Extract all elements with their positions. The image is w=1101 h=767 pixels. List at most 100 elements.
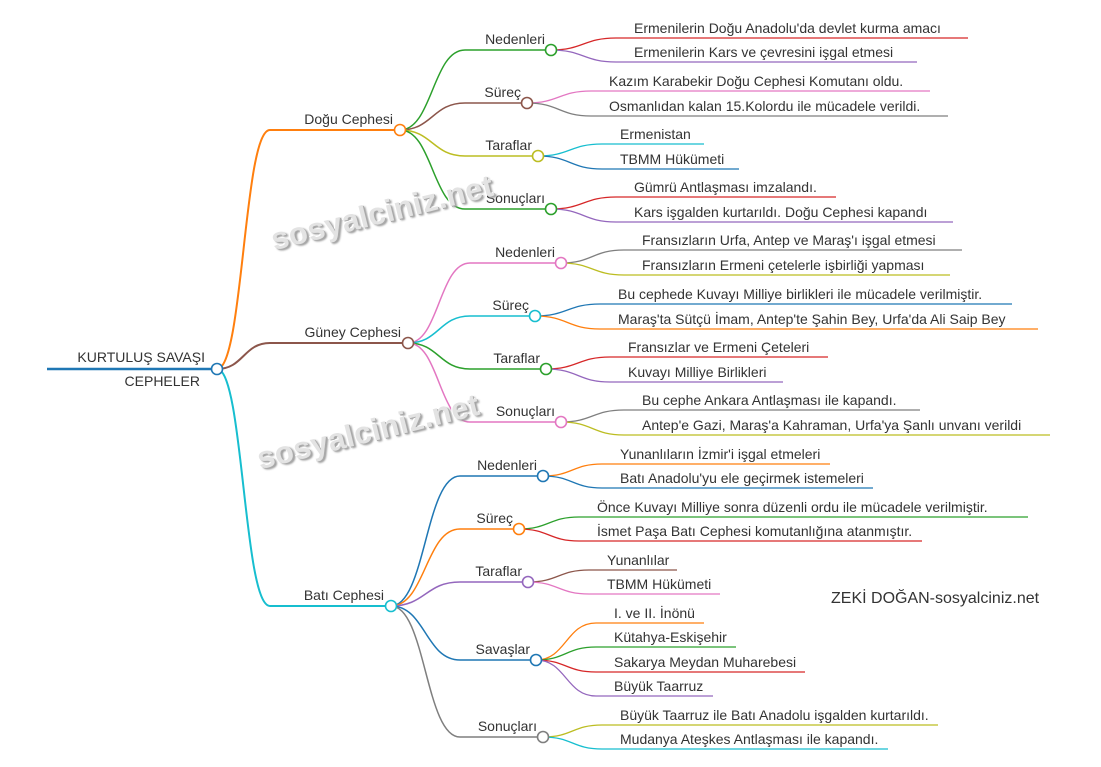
leaf-label: Büyük Taarruz ile Batı Anadolu işgalden …	[620, 707, 929, 723]
leaf-label: Ermenilerin Doğu Anadolu'da devlet kurma…	[634, 20, 941, 36]
root-label-line1: KURTULUŞ SAVAŞI	[77, 349, 205, 365]
leaf-connector	[535, 659, 805, 673]
leaf-label: Fransızların Urfa, Antep ve Maraş'ı işga…	[642, 232, 936, 248]
category-node[interactable]	[544, 202, 558, 216]
leaf-label: Kazım Karabekir Doğu Cephesi Komutanı ol…	[609, 73, 904, 89]
category-label: Nedenleri	[477, 457, 537, 473]
author-credit: ZEKİ DOĞAN-sosyalciniz.net	[831, 590, 1040, 607]
leaf-connector	[545, 368, 783, 383]
leaf-label: Ermenistan	[620, 126, 691, 142]
leaf-connector	[550, 208, 953, 223]
branch-node[interactable]	[384, 599, 398, 613]
category-label: Sonuçları	[477, 718, 537, 734]
leaf-label: Yunanlıların İzmir'i işgal etmeleri	[620, 446, 821, 462]
leaf-label: Ermenilerin Kars ve çevresini işgal etme…	[634, 44, 894, 60]
category-node[interactable]	[528, 309, 542, 323]
leaf-connector	[542, 724, 938, 738]
leaf-connector	[542, 475, 873, 489]
category-connector	[390, 528, 519, 607]
leaf-connector	[550, 196, 836, 210]
leaf-label: Önce Kuvayı Milliye sonra düzenli ordu i…	[597, 499, 988, 515]
leaf-label: Maraş'ta Sütçü İmam, Antep'te Şahin Bey,…	[618, 311, 1006, 327]
category-connector	[399, 49, 551, 131]
category-connector	[407, 262, 561, 344]
leaf-connector	[526, 90, 930, 104]
leaf-connector	[518, 516, 1028, 530]
branch-connector	[216, 368, 391, 607]
leaf-connector	[542, 736, 888, 750]
leaf-connector	[560, 409, 920, 423]
leaf-label: I. ve II. İnönü	[614, 605, 695, 621]
category-node[interactable]	[544, 43, 558, 57]
leaf-connector	[537, 143, 704, 157]
category-connector	[399, 129, 538, 157]
category-connector	[407, 342, 561, 423]
category-connector	[399, 102, 527, 131]
leaf-connector	[560, 249, 962, 264]
category-node[interactable]	[536, 730, 550, 744]
category-connector	[407, 315, 535, 344]
category-node[interactable]	[539, 362, 553, 376]
root-label-line2: CEPHELER	[124, 373, 200, 389]
leaf-connector	[550, 37, 968, 51]
branch-label: Güney Cephesi	[304, 324, 401, 340]
category-label: Süreç	[492, 297, 529, 313]
category-connector	[390, 581, 528, 607]
category-node[interactable]	[512, 522, 526, 536]
leaf-label: Fransızlar ve Ermeni Çeteleri	[628, 339, 810, 355]
leaf-label: Gümrü Antlaşması imzalandı.	[634, 179, 817, 195]
leaf-label: Kütahya-Eskişehir	[614, 629, 727, 645]
leaf-connector	[527, 581, 720, 595]
category-connector	[390, 475, 543, 607]
category-label: Taraflar	[493, 350, 540, 366]
leaf-connector	[518, 528, 922, 542]
category-connector	[407, 342, 546, 370]
category-node[interactable]	[531, 149, 545, 163]
leaf-label: İsmet Paşa Batı Cephesi komutanlığına at…	[597, 523, 913, 539]
category-node[interactable]	[520, 96, 534, 110]
branch-connector	[216, 129, 400, 370]
leaf-label: Bu cephede Kuvayı Milliye birlikleri ile…	[618, 286, 983, 302]
leaf-connector	[526, 102, 948, 117]
leaf-connector	[535, 659, 713, 697]
category-node[interactable]	[521, 575, 535, 589]
leaf-label: Kars işgalden kurtarıldı. Doğu Cephesi k…	[634, 204, 928, 220]
category-label: Taraflar	[485, 137, 532, 153]
leaf-connector	[535, 646, 736, 661]
branch-label: Doğu Cephesi	[304, 111, 393, 127]
leaf-label: Sakarya Meydan Muharebesi	[614, 654, 797, 670]
leaf-label: TBMM Hükümeti	[607, 576, 712, 592]
leaf-connector	[545, 356, 828, 370]
branch-node[interactable]	[393, 123, 407, 137]
category-node[interactable]	[536, 469, 550, 483]
category-label: Süreç	[476, 510, 513, 526]
leaf-label: Batı Anadolu'yu ele geçirmek istemeleri	[620, 470, 864, 486]
category-label: Sonuçları	[495, 403, 555, 419]
category-label: Taraflar	[475, 563, 522, 579]
branch-label: Batı Cephesi	[303, 587, 384, 603]
category-label: Süreç	[484, 84, 521, 100]
leaf-label: Mudanya Ateşkes Antlaşması ile kapandı.	[620, 731, 879, 747]
leaf-connector	[542, 463, 830, 477]
category-label: Nedenleri	[495, 244, 555, 260]
leaf-connector	[537, 155, 739, 170]
leaf-connector	[560, 262, 950, 276]
category-connector	[390, 605, 536, 661]
root-node[interactable]	[210, 362, 224, 376]
leaf-label: Kuvayı Milliye Birlikleri	[628, 364, 767, 380]
category-node[interactable]	[554, 256, 568, 270]
leaf-connector	[535, 622, 704, 661]
leaf-connector	[534, 303, 1012, 317]
leaf-label: TBMM Hükümeti	[620, 151, 725, 167]
category-node[interactable]	[554, 415, 568, 429]
category-node[interactable]	[529, 653, 543, 667]
branch-connector	[216, 342, 408, 370]
branch-node[interactable]	[401, 336, 415, 350]
leaf-label: Büyük Taarruz	[614, 678, 704, 694]
category-connector	[399, 129, 551, 210]
leaf-label: Osmanlıdan kalan 15.Kolordu ile mücadele…	[609, 98, 921, 114]
category-connector	[390, 605, 543, 738]
leaf-label: Antep'e Gazi, Maraş'a Kahraman, Urfa'ya …	[642, 417, 1022, 433]
category-label: Sonuçları	[485, 190, 545, 206]
